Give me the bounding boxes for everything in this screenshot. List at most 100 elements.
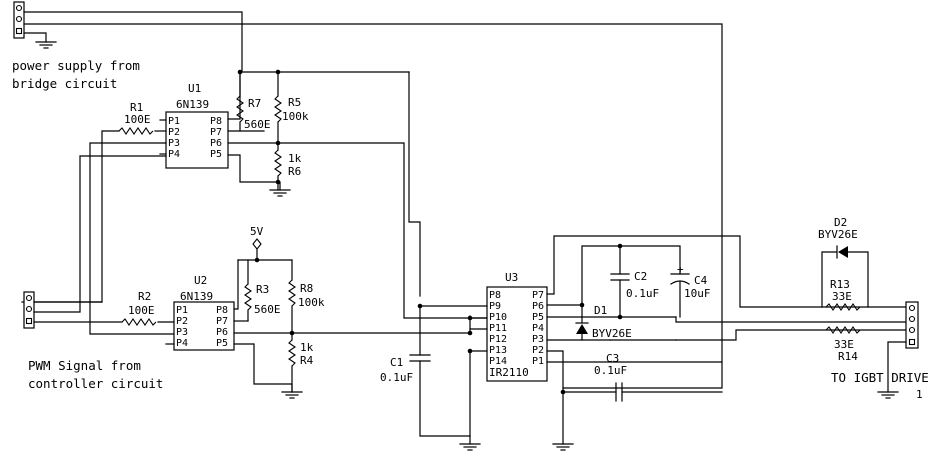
u2-pin-l2: P2	[176, 316, 188, 327]
resistor-r13	[825, 303, 861, 311]
r7-ref: R7	[248, 97, 261, 110]
c1-value: 0.1uF	[380, 371, 413, 384]
ground-symbol	[552, 443, 574, 451]
supply-5v-label: 5V	[250, 225, 264, 238]
r1-ref: R1	[130, 101, 143, 114]
resistor-r3	[244, 259, 252, 322]
u2-pin-r2: P7	[216, 316, 228, 327]
r14-ref: R14	[838, 350, 858, 363]
ground-symbol	[281, 391, 303, 399]
u1-pin-l3: P3	[168, 138, 180, 149]
c4-value: 10uF	[684, 287, 711, 300]
d1-value: BYV26E	[592, 327, 632, 340]
u2-pin-l3: P3	[176, 327, 188, 338]
r4-ref: R4	[300, 354, 314, 367]
d2-ref: D2	[834, 216, 847, 229]
ground-symbol	[877, 391, 899, 399]
ground-symbol	[269, 189, 291, 197]
igbt-caption: TO IGBT DRIVE	[831, 370, 929, 385]
chip-u1: U1 6N139 P1 P2 P3 P4 P8 P7 P6 P5	[165, 82, 229, 169]
chip-u2: U2 6N139 P1 P2 P3 P4 P8 P7 P6 P5	[173, 274, 235, 351]
u3-part: IR2110	[489, 366, 529, 379]
u2-pin-l1: P1	[176, 305, 188, 316]
r5-ref: R5	[288, 96, 301, 109]
u3-pin-r4: P4	[532, 323, 544, 334]
capacitor-c3	[562, 382, 723, 402]
r7-value: 560E	[244, 118, 271, 131]
u2-pin-r1: P8	[216, 305, 228, 316]
power-connector	[13, 1, 25, 39]
u3-pin-r6: P2	[532, 345, 544, 356]
r6-value: 1k	[288, 152, 302, 165]
u3-pin-r7: P1	[532, 356, 544, 367]
r2-value: 100E	[128, 304, 155, 317]
ground-symbol	[35, 41, 57, 49]
pwm-caption-line1: PWM Signal from	[28, 358, 141, 373]
u2-part: 6N139	[180, 290, 213, 303]
u2-right-wiring	[233, 259, 471, 393]
r8-value: 100k	[298, 296, 325, 309]
u3-pin-l3: P10	[489, 312, 507, 323]
u1-pin-l4: P4	[168, 149, 180, 160]
resistor-r5	[274, 71, 282, 144]
resistor-r14	[825, 326, 861, 334]
u1-part: 6N139	[176, 98, 209, 111]
ground-symbol	[459, 435, 481, 451]
power-caption-line1: power supply from	[12, 58, 140, 73]
u3-pin-l7: P14	[489, 356, 507, 367]
r3-value: 560E	[254, 303, 281, 316]
r4-value: 1k	[300, 341, 314, 354]
resistor-r8	[288, 279, 296, 334]
r13-value: 33E	[832, 290, 852, 303]
r8-ref: R8	[300, 282, 313, 295]
u2-pin-r3: P6	[216, 327, 228, 338]
diode-d2	[821, 245, 869, 308]
u3-ref: U3	[505, 271, 518, 284]
power-wires	[23, 11, 723, 389]
resistor-r4	[288, 332, 296, 393]
d2-value: BYV26E	[818, 228, 858, 241]
u2-pin-r4: P5	[216, 338, 228, 349]
u1-ref: U1	[188, 82, 201, 95]
igbt-number: 1	[916, 388, 923, 401]
u3-pin-l1: P8	[489, 290, 501, 301]
u3-pin-l4: P11	[489, 323, 507, 334]
u2-pin-l4: P4	[176, 338, 188, 349]
r2-ref: R2	[138, 290, 151, 303]
u3-pin-r1: P7	[532, 290, 544, 301]
u3-pin-r2: P6	[532, 301, 544, 312]
u3-pin-l6: P13	[489, 345, 507, 356]
u3-left-wiring	[419, 305, 488, 437]
c4-ref: C4	[694, 274, 708, 287]
r14-value: 33E	[834, 338, 854, 351]
capacitor-c1	[409, 303, 471, 437]
u3-pin-r5: P3	[532, 334, 544, 345]
pwm-wires	[33, 155, 175, 326]
u3-pin-l2: P9	[489, 301, 501, 312]
u3-right-wiring	[546, 235, 907, 445]
chip-u3: U3 IR2110 P8 P9 P10 P11 P12 P13 P14 P7 P…	[486, 271, 548, 382]
capacitor-c2	[610, 245, 630, 318]
resistor-r6	[274, 142, 282, 191]
r6-ref: R6	[288, 165, 301, 178]
c2-value: 0.1uF	[626, 287, 659, 300]
u1-pin-l2: P2	[168, 127, 180, 138]
u3-pin-l5: P12	[489, 334, 507, 345]
c1-ref: C1	[390, 356, 403, 369]
supply-5v	[237, 238, 293, 261]
c3-ref: C3	[606, 352, 619, 365]
diode-d1	[575, 304, 589, 341]
pwm-connector	[23, 291, 35, 329]
r1-value: 100E	[124, 113, 151, 126]
u1-pin-r3: P6	[210, 138, 222, 149]
igbt-connector	[905, 301, 919, 349]
u1-pin-r2: P7	[210, 127, 222, 138]
r5-value: 100k	[282, 110, 309, 123]
c2-ref: C2	[634, 270, 647, 283]
resistor-r7	[236, 71, 244, 132]
u1-pin-l1: P1	[168, 116, 180, 127]
power-caption-line2: bridge circuit	[12, 76, 117, 91]
c3-value: 0.1uF	[594, 364, 627, 377]
